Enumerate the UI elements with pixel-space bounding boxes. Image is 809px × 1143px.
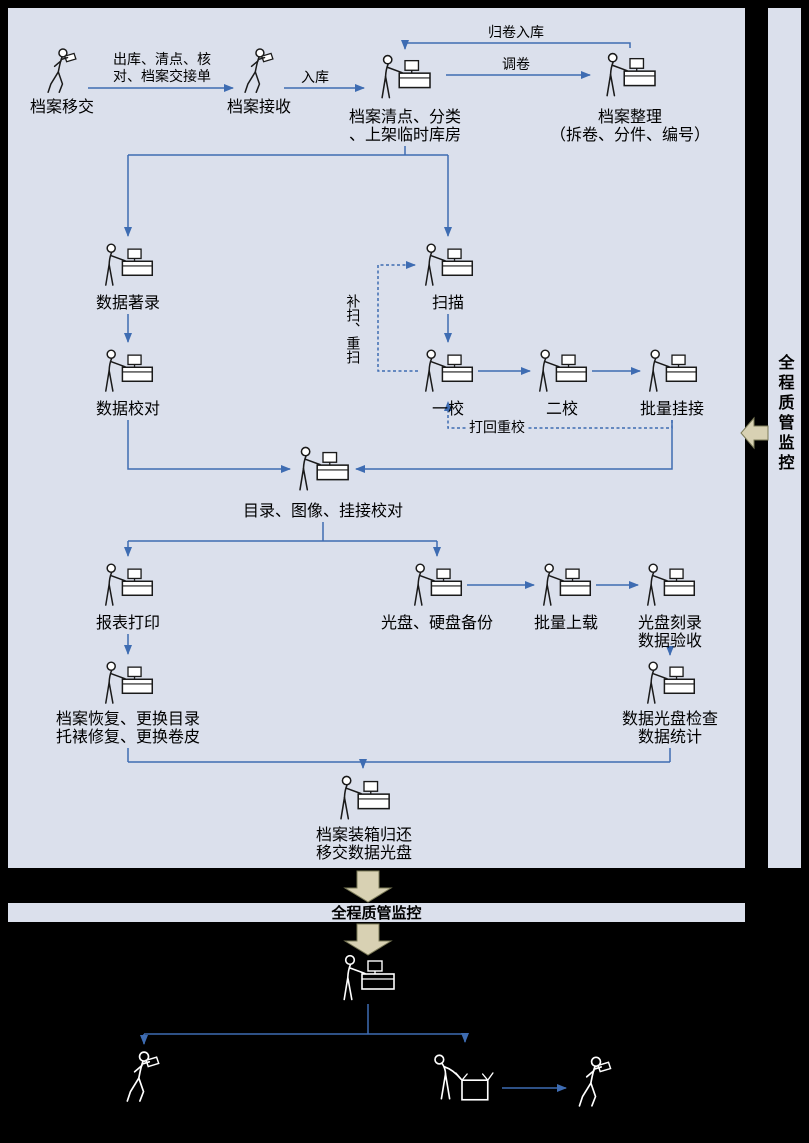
node-label-second-proof: 二校 — [545, 399, 579, 418]
block-arrow-down-icon — [343, 923, 393, 956]
person-at-computer-icon — [543, 563, 592, 606]
person-at-computer-icon — [539, 349, 588, 392]
qc-monitor-sidebar: 全程质管监控 — [768, 8, 801, 868]
node-label-data-proof: 数据校对 — [95, 399, 161, 418]
node-label-data-entry: 数据著录 — [95, 293, 161, 312]
person-at-computer-icon — [414, 563, 463, 606]
main-process-panel: 档案移交 档案接收 档案清点、分类 、上架临时库房 档案整理 （拆卷、分件、编号… — [8, 8, 745, 868]
node-label-batch-link: 批量挂接 — [639, 399, 705, 418]
node-label-batch-upload: 批量上载 — [533, 613, 599, 632]
person-packing-box-icon — [434, 1054, 494, 1101]
node-label-check-classify: 档案清点、分类 、上架临时库房 — [348, 107, 462, 144]
person-at-printer-icon — [105, 563, 154, 606]
edge-label-return-storage: 归卷入库 — [488, 25, 544, 41]
person-walking-icon — [578, 1056, 612, 1107]
edge-label-recheck: 打回重校 — [467, 420, 527, 437]
edge-proof-to-catalog — [127, 420, 291, 473]
edge-label-rescan: 补扫、重扫 — [344, 294, 361, 364]
person-at-desk-icon — [381, 54, 431, 99]
node-label-archive-transfer: 档案移交 — [29, 97, 95, 116]
person-at-scanner-icon — [425, 243, 474, 286]
node-label-scan: 扫描 — [431, 293, 465, 312]
block-arrow-down-icon — [343, 870, 393, 903]
node-label-disc-check: 数据光盘检查 数据统计 — [621, 709, 719, 746]
node-label-report-print: 报表打印 — [95, 613, 161, 632]
person-at-desk-icon — [606, 52, 656, 97]
node-label-catalog-proof: 目录、图像、挂接校对 — [242, 501, 404, 520]
person-at-computer-icon — [105, 243, 154, 286]
person-at-computer-icon — [649, 349, 698, 392]
person-at-computer-icon — [425, 349, 474, 392]
person-at-computer-icon — [343, 954, 395, 1001]
person-packing-icon — [340, 775, 390, 820]
node-label-backup: 光盘、硬盘备份 — [380, 613, 494, 632]
person-walking-icon — [47, 48, 77, 94]
node-label-arrange: 档案整理 （拆卷、分件、编号） — [549, 107, 711, 144]
person-at-computer-icon — [299, 446, 349, 491]
edge-label-transfer-note: 出库、清点、核 对、档案交接单 — [113, 52, 211, 85]
edge-rescan-dashed — [377, 261, 418, 372]
person-receiving-icon — [244, 48, 274, 94]
qc-monitor-bar-label: 全程质管监控 — [331, 904, 422, 922]
qc-monitor-sidebar-label: 全程质管监控 — [775, 354, 795, 474]
person-at-computer-icon — [647, 661, 696, 704]
edge-label-in-storage: 入库 — [301, 70, 329, 86]
person-walking-icon — [126, 1051, 160, 1102]
node-label-boxing: 档案装箱归还 移交数据光盘 — [315, 825, 413, 862]
edge-label-retrieve: 调卷 — [502, 57, 530, 73]
person-at-computer-icon — [647, 563, 696, 606]
edge-arrange-return-storage — [401, 40, 631, 50]
node-label-burn-accept: 光盘刻录 数据验收 — [637, 613, 703, 650]
person-at-desk-icon — [105, 661, 154, 704]
node-label-archive-receive: 档案接收 — [226, 97, 292, 116]
node-label-first-proof: 一校 — [431, 399, 465, 418]
person-at-computer-icon — [105, 349, 154, 392]
qc-monitor-bar: 全程质管监控 — [8, 903, 745, 922]
node-label-repair: 档案恢复、更换目录 托裱修复、更换卷皮 — [55, 709, 201, 746]
block-arrow-left-icon — [740, 416, 769, 450]
